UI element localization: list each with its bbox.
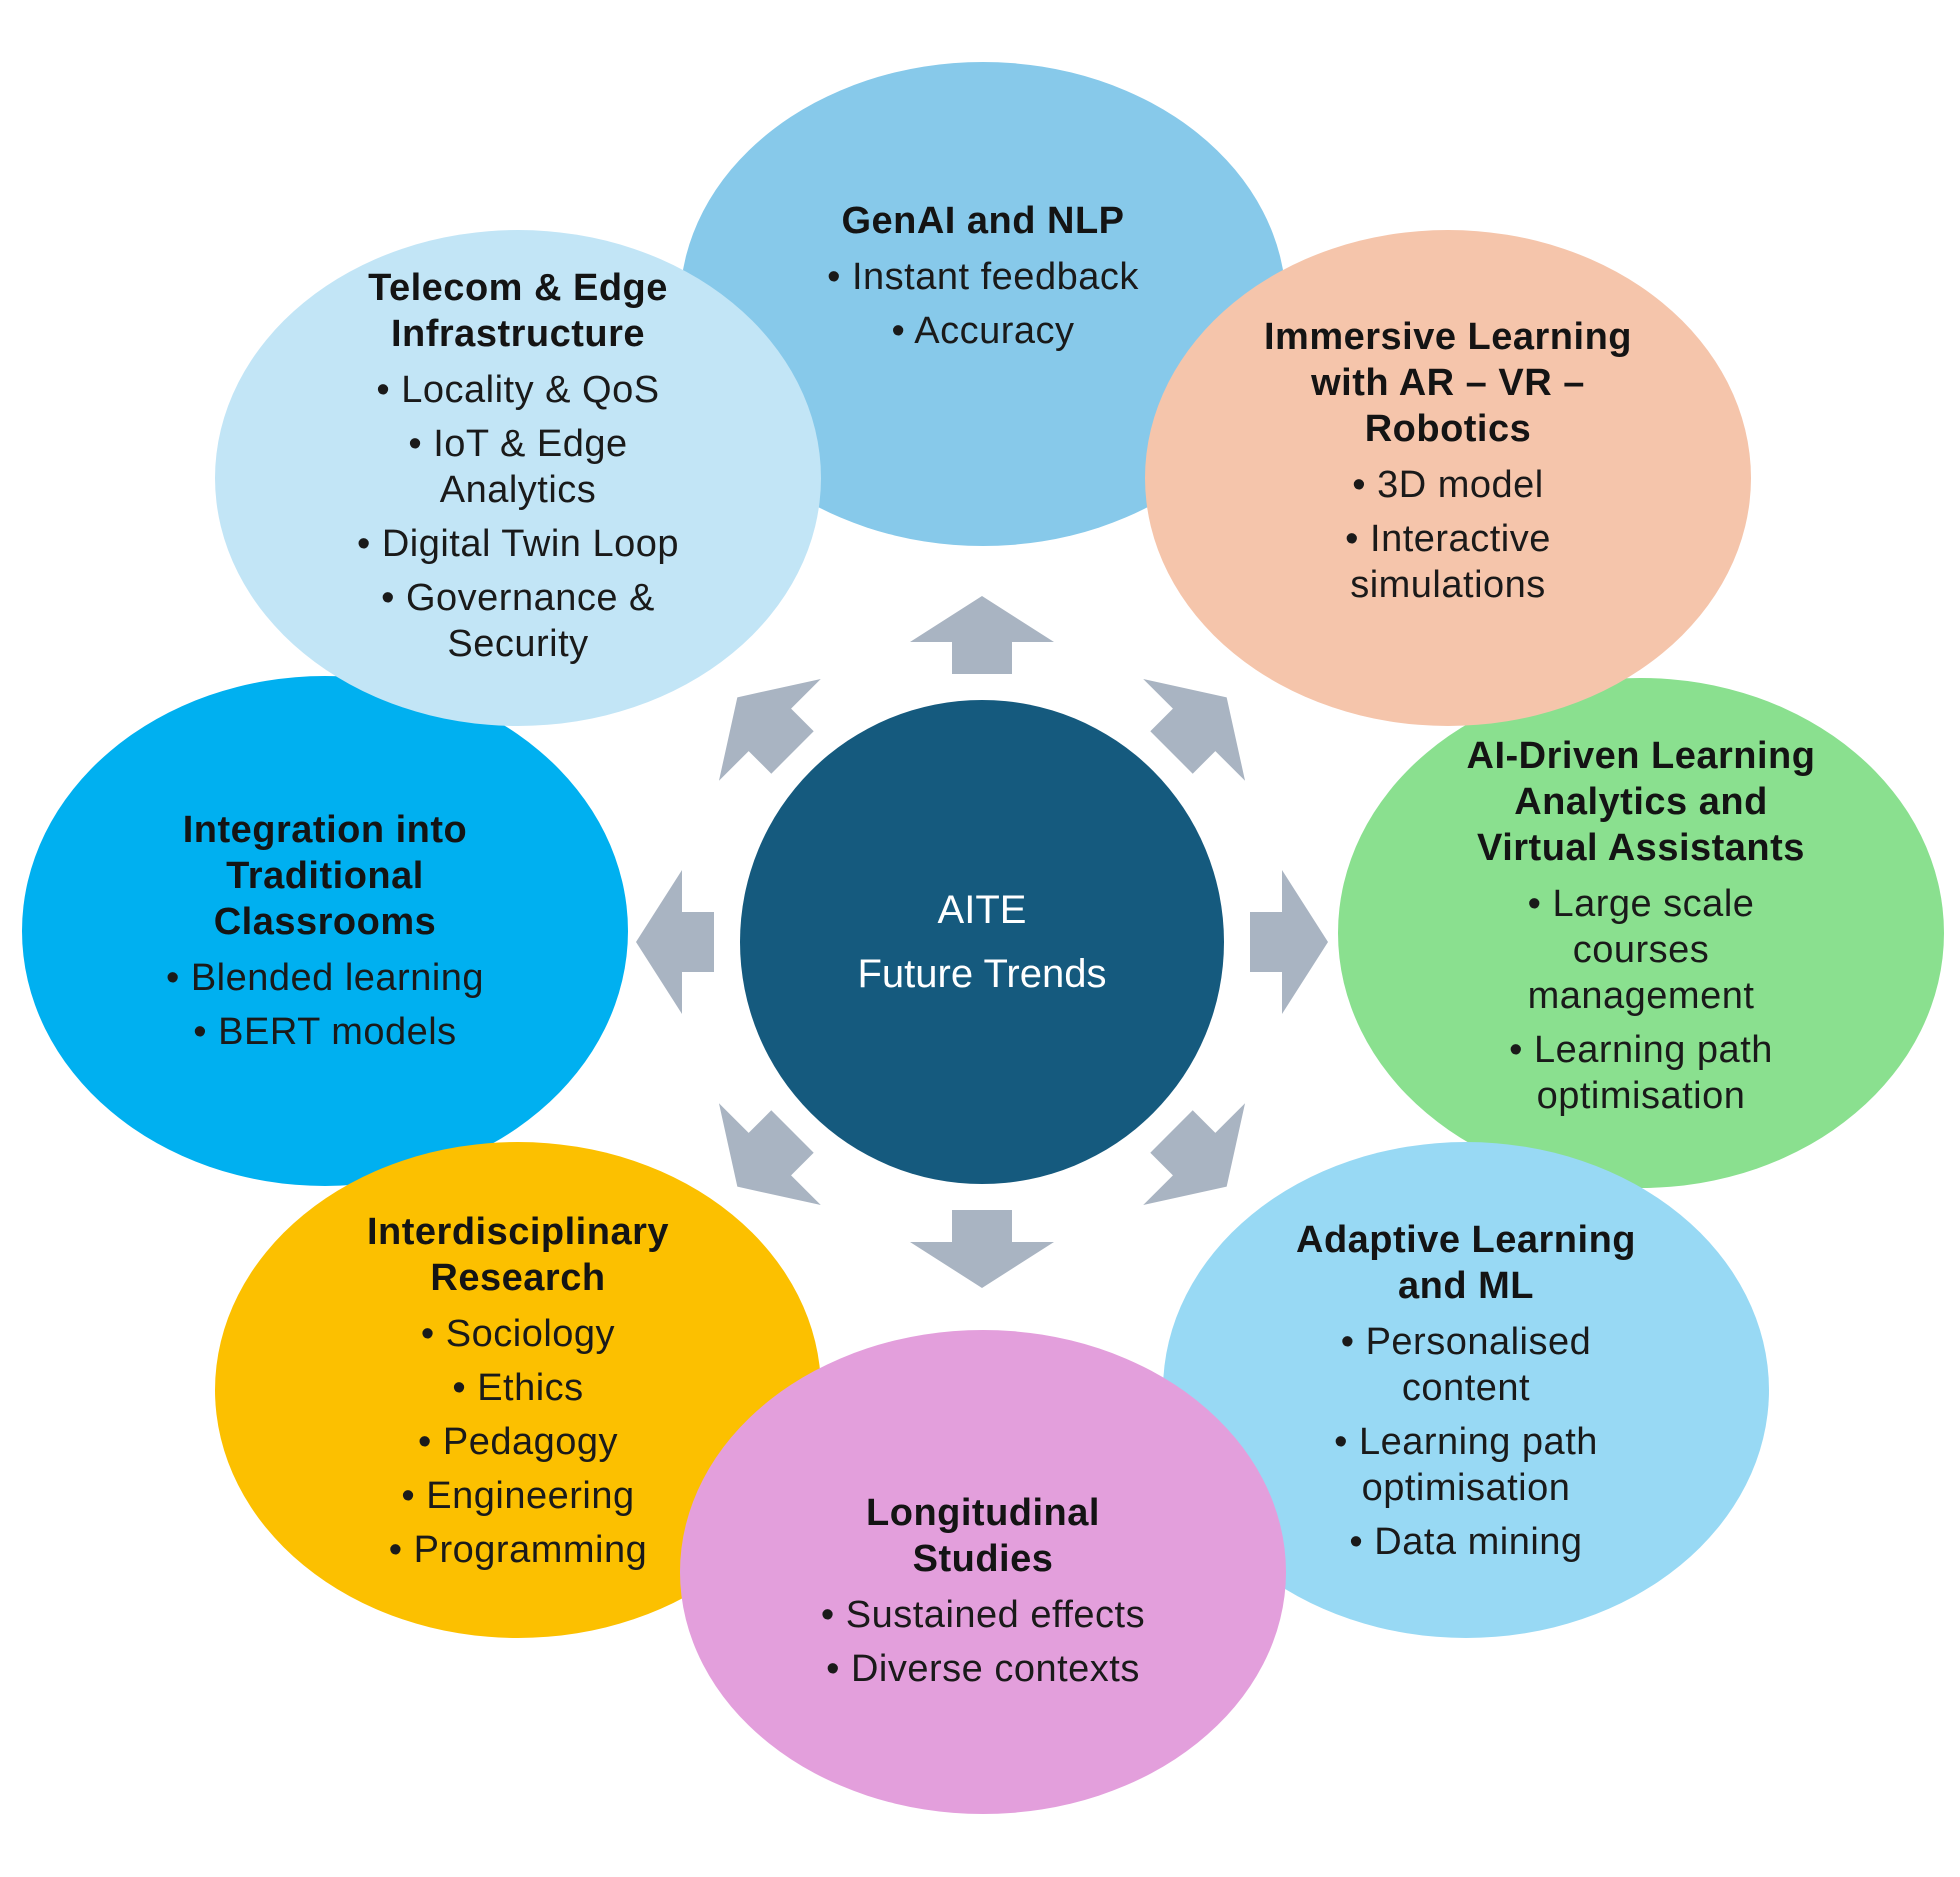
node-integration-classrooms xyxy=(22,676,628,1186)
bullet-item: • IoT & Edge Analytics xyxy=(408,423,628,511)
bullet-item: • Instant feedback xyxy=(827,256,1139,298)
bullet-item: • Programming xyxy=(388,1529,648,1571)
node-interdisciplinary-research-text: Interdisciplinary Research • Sociology •… xyxy=(275,1210,761,1580)
bullet-item: • Accuracy xyxy=(891,310,1075,352)
node-telecom-edge xyxy=(215,230,821,726)
center-subtitle: Future Trends xyxy=(857,952,1107,996)
bullet-item: • Ethics xyxy=(452,1367,584,1409)
bullet-item: • 3D model xyxy=(1352,464,1544,506)
node-longitudinal-studies xyxy=(680,1330,1286,1814)
node-title: Interdisciplinary Research xyxy=(366,1211,670,1299)
node-immersive-learning-text: Immersive Learning with AR – VR – Roboti… xyxy=(1205,310,1691,620)
bullet-item: • Locality & QoS xyxy=(376,369,660,411)
bullet-item: • Diverse contexts xyxy=(826,1648,1140,1690)
bullet-list: • Sociology • Ethics • Pedagogy • Engine… xyxy=(389,1311,647,1581)
bullet-item: • Engineering xyxy=(401,1475,635,1517)
arrow-right-icon xyxy=(1250,870,1328,1014)
bullet-list: • Personalised content • Learning path o… xyxy=(1334,1319,1598,1573)
bullet-item: • Sustained effects xyxy=(820,1594,1146,1636)
bullet-item: • Governance & Security xyxy=(381,577,655,665)
arrow-up-left-icon xyxy=(718,678,821,781)
node-title: GenAI and NLP xyxy=(841,200,1125,242)
bullet-item: • Data mining xyxy=(1349,1521,1583,1563)
node-integration-classrooms-text: Integration into Traditional Classrooms … xyxy=(82,795,568,1075)
node-title: Integration into Traditional Classrooms xyxy=(182,809,468,943)
node-title: AI-Driven Learning Analytics and Virtual… xyxy=(1466,735,1816,869)
node-telecom-edge-text: Telecom & Edge Infrastructure • Locality… xyxy=(275,255,761,685)
node-ai-driven-analytics xyxy=(1338,678,1944,1188)
arrow-down-icon xyxy=(910,1210,1054,1288)
node-longitudinal-studies-text: Longitudinal Studies • Sustained effects… xyxy=(740,1475,1226,1715)
bullet-item: • Learning path optimisation xyxy=(1334,1421,1598,1509)
node-title: Immersive Learning with AR – VR – Roboti… xyxy=(1263,316,1633,450)
bullet-item: • Large scale courses management xyxy=(1527,883,1755,1017)
bullet-item: • Blended learning xyxy=(165,957,485,999)
bullet-list: • Sustained effects • Diverse contexts xyxy=(821,1592,1145,1700)
bullet-item: • Learning path optimisation xyxy=(1509,1029,1773,1117)
bullet-list: • Locality & QoS • IoT & Edge Analytics … xyxy=(357,367,679,675)
center-label: AITE Future Trends xyxy=(740,700,1224,1184)
node-title: Telecom & Edge Infrastructure xyxy=(368,267,668,355)
node-title: Longitudinal Studies xyxy=(866,1492,1100,1580)
bullet-item: • Interactive simulations xyxy=(1345,518,1551,606)
bullet-list: • Blended learning • BERT models xyxy=(166,955,484,1063)
node-title: Adaptive Learning and ML xyxy=(1296,1219,1636,1307)
center-circle xyxy=(740,700,1224,1184)
node-genai-nlp-text: GenAI and NLP • Instant feedback • Accur… xyxy=(740,180,1226,380)
bullet-item: • BERT models xyxy=(193,1011,457,1053)
node-adaptive-learning-text: Adaptive Learning and ML • Personalised … xyxy=(1223,1210,1709,1580)
center-title: AITE xyxy=(937,888,1027,932)
node-immersive-learning xyxy=(1145,230,1751,726)
bullet-list: • 3D model • Interactive simulations xyxy=(1345,462,1551,616)
bullet-list: • Instant feedback • Accuracy xyxy=(827,254,1139,362)
node-ai-driven-analytics-text: AI-Driven Learning Analytics and Virtual… xyxy=(1398,730,1884,1130)
bullet-item: • Sociology xyxy=(420,1313,616,1355)
bullet-list: • Large scale courses management • Learn… xyxy=(1509,881,1773,1127)
bullet-item: • Digital Twin Loop xyxy=(356,523,680,565)
bullet-item: • Personalised content xyxy=(1340,1321,1592,1409)
bullet-item: • Pedagogy xyxy=(417,1421,618,1463)
arrow-left-icon xyxy=(636,870,714,1014)
arrow-up-icon xyxy=(910,596,1054,674)
